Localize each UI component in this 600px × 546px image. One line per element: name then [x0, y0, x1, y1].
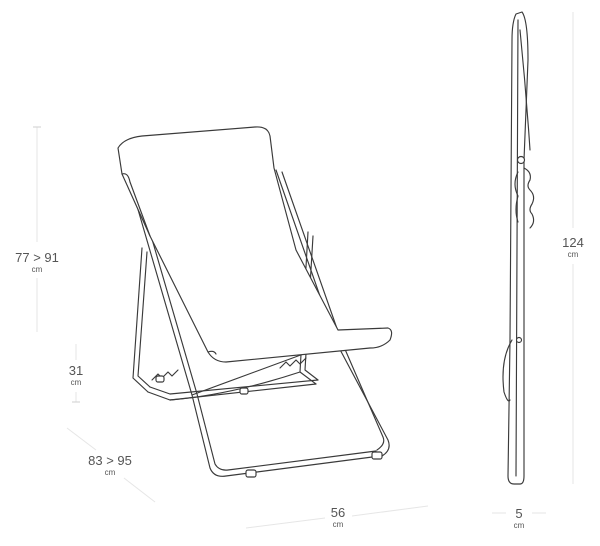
folded-ratchet [523, 167, 535, 229]
fabric-left-edge [121, 173, 151, 237]
thickness-unit: cm [514, 521, 525, 530]
dimension-labels: 77 > 91 cm 31 cm 83 > 95 cm 56 cm 124 cm… [15, 235, 584, 530]
bottom-crossbar [147, 383, 317, 401]
seat-height-unit: cm [71, 378, 82, 387]
front-leg-right-inner [281, 171, 385, 451]
bottom-crossbar-inner [149, 379, 319, 395]
folded-lower-hinge [515, 336, 523, 344]
open-chair-illustration [117, 126, 393, 478]
folded-hinge [516, 155, 526, 165]
front-leg-right [275, 169, 390, 457]
thickness-value: 5 [515, 506, 522, 521]
front-leg-left [129, 181, 381, 477]
rear-support [169, 371, 301, 401]
depth-unit: cm [105, 468, 116, 477]
folded-frame-inner [515, 19, 519, 477]
foot-cap-rear-right [239, 387, 249, 395]
folded-ratchet-inner [514, 171, 519, 223]
fabric-sling [117, 126, 393, 363]
depth-line-lower [123, 477, 156, 503]
ratchet-right [279, 357, 307, 369]
depth-value: 83 > 95 [88, 453, 132, 468]
folded-frame-outer [507, 11, 529, 485]
folded-fabric-top [519, 29, 531, 151]
foot-cap-right [371, 451, 383, 460]
folded-height-unit: cm [568, 250, 579, 259]
width-line-right [351, 505, 429, 517]
foot-cap-rear-left [155, 375, 165, 383]
rear-leg-left [132, 247, 149, 393]
depth-line-upper [66, 427, 97, 451]
back-height-unit: cm [32, 265, 43, 274]
rear-leg-left-inner [137, 251, 151, 388]
folded-chair-illustration [502, 11, 535, 485]
ratchet-left [151, 369, 179, 381]
foot-cap-left [245, 469, 257, 478]
fabric-front-edge [207, 350, 217, 355]
width-unit: cm [333, 520, 344, 529]
dimension-lines [33, 12, 574, 529]
seat-height-value: 31 [69, 363, 83, 378]
folded-sling-bulge [502, 339, 513, 402]
folded-height-value: 124 [562, 235, 584, 250]
back-height-value: 77 > 91 [15, 250, 59, 265]
width-value: 56 [331, 505, 345, 520]
front-leg-left-inner [135, 183, 377, 471]
width-line-left [245, 517, 326, 529]
